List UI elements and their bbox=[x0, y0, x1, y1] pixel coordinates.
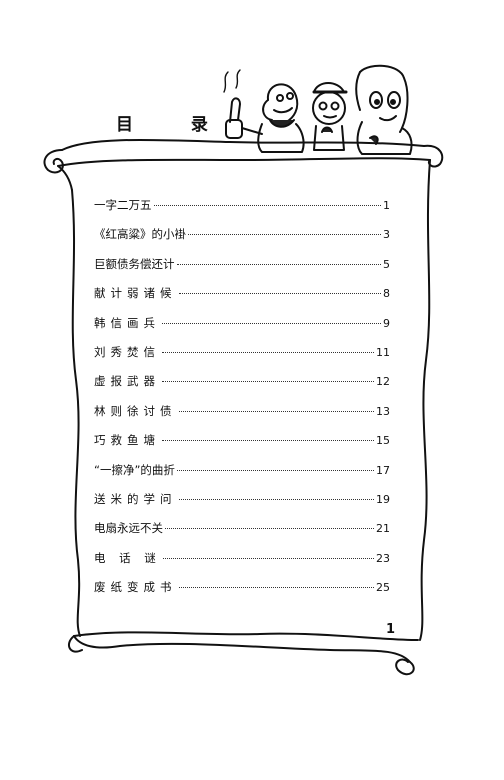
toc-entry-page: 21 bbox=[376, 522, 390, 536]
toc-entry[interactable]: 刘秀焚信 11 bbox=[94, 345, 390, 374]
toc-entry-title: 废纸变成书 bbox=[94, 580, 177, 595]
toc-entry[interactable]: 巨额债务偿还计 5 bbox=[94, 257, 390, 286]
toc-leader-dots bbox=[153, 205, 381, 206]
toc-leader-dots bbox=[176, 263, 381, 265]
table-of-contents: 一字二万五 1 《红高粱》的小褂 3 巨额债务偿还计 5 献计弱诸候 8 韩信画… bbox=[94, 198, 390, 609]
toc-entry-page: 17 bbox=[376, 463, 390, 477]
toc-entry[interactable]: 虚报武器 12 bbox=[94, 374, 390, 403]
toc-entry[interactable]: 韩信画兵 9 bbox=[94, 316, 390, 345]
toc-entry[interactable]: 林则徐讨债 13 bbox=[94, 404, 390, 433]
toc-entry[interactable]: “一擦净”的曲折 17 bbox=[94, 463, 390, 492]
cartoon-characters-illustration bbox=[223, 64, 413, 155]
toc-leader-dots bbox=[162, 440, 374, 442]
toc-entry[interactable]: 电 话 谜 23 bbox=[94, 551, 390, 580]
toc-leader-dots bbox=[188, 234, 381, 236]
toc-entry-title: 一字二万五 bbox=[94, 198, 152, 212]
toc-entry-page: 8 bbox=[383, 287, 390, 301]
toc-leader-dots bbox=[162, 351, 374, 353]
toc-entry-title: 电 话 谜 bbox=[94, 550, 161, 565]
toc-entry-title: 刘秀焚信 bbox=[94, 344, 160, 359]
toc-entry-page: 3 bbox=[383, 228, 390, 242]
toc-entry-page: 23 bbox=[376, 551, 390, 565]
toc-entry[interactable]: 《红高粱》的小褂 3 bbox=[94, 227, 390, 256]
toc-entry-title: 献计弱诸候 bbox=[94, 286, 177, 301]
toc-entry-page: 25 bbox=[376, 581, 390, 595]
toc-entry-page: 5 bbox=[383, 257, 390, 271]
toc-entry[interactable]: 一字二万五 1 bbox=[94, 198, 390, 227]
toc-leader-dots bbox=[176, 469, 374, 471]
toc-entry-page: 15 bbox=[376, 434, 390, 448]
toc-entry[interactable]: 电扇永远不关 21 bbox=[94, 521, 390, 550]
toc-entry-page: 13 bbox=[376, 404, 390, 418]
toc-leader-dots bbox=[178, 410, 374, 412]
toc-entry[interactable]: 巧救鱼塘 15 bbox=[94, 433, 390, 462]
toc-leader-dots bbox=[162, 381, 374, 383]
toc-leader-dots bbox=[178, 587, 374, 589]
toc-entry[interactable]: 送米的学问 19 bbox=[94, 492, 390, 521]
toc-entry-title: 虚报武器 bbox=[94, 374, 160, 389]
toc-entry-page: 1 bbox=[383, 199, 390, 212]
toc-entry[interactable]: 献计弱诸候 8 bbox=[94, 286, 390, 315]
toc-leader-dots bbox=[162, 557, 374, 559]
page-number: 1 bbox=[386, 622, 396, 637]
toc-entry-title: “一擦净”的曲折 bbox=[94, 462, 175, 477]
toc-entry[interactable]: 废纸变成书 25 bbox=[94, 580, 390, 609]
toc-leader-dots bbox=[178, 498, 374, 500]
toc-entry-page: 19 bbox=[376, 492, 390, 506]
toc-entry-title: 送米的学问 bbox=[94, 491, 177, 506]
toc-leader-dots bbox=[162, 322, 381, 324]
toc-entry-page: 11 bbox=[376, 345, 390, 359]
toc-leader-dots bbox=[178, 293, 381, 295]
toc-entry-title: 巨额债务偿还计 bbox=[94, 256, 175, 271]
toc-entry-title: 韩信画兵 bbox=[94, 315, 160, 330]
page-title: 目 录 bbox=[116, 115, 234, 135]
toc-leader-dots bbox=[165, 528, 374, 530]
toc-entry-page: 9 bbox=[383, 316, 390, 330]
toc-entry-title: 林则徐讨债 bbox=[94, 403, 177, 418]
toc-entry-title: 电扇永远不关 bbox=[94, 521, 163, 536]
toc-entry-title: 巧救鱼塘 bbox=[94, 433, 160, 448]
toc-entry-title: 《红高粱》的小褂 bbox=[94, 227, 186, 242]
toc-entry-page: 12 bbox=[376, 375, 390, 389]
